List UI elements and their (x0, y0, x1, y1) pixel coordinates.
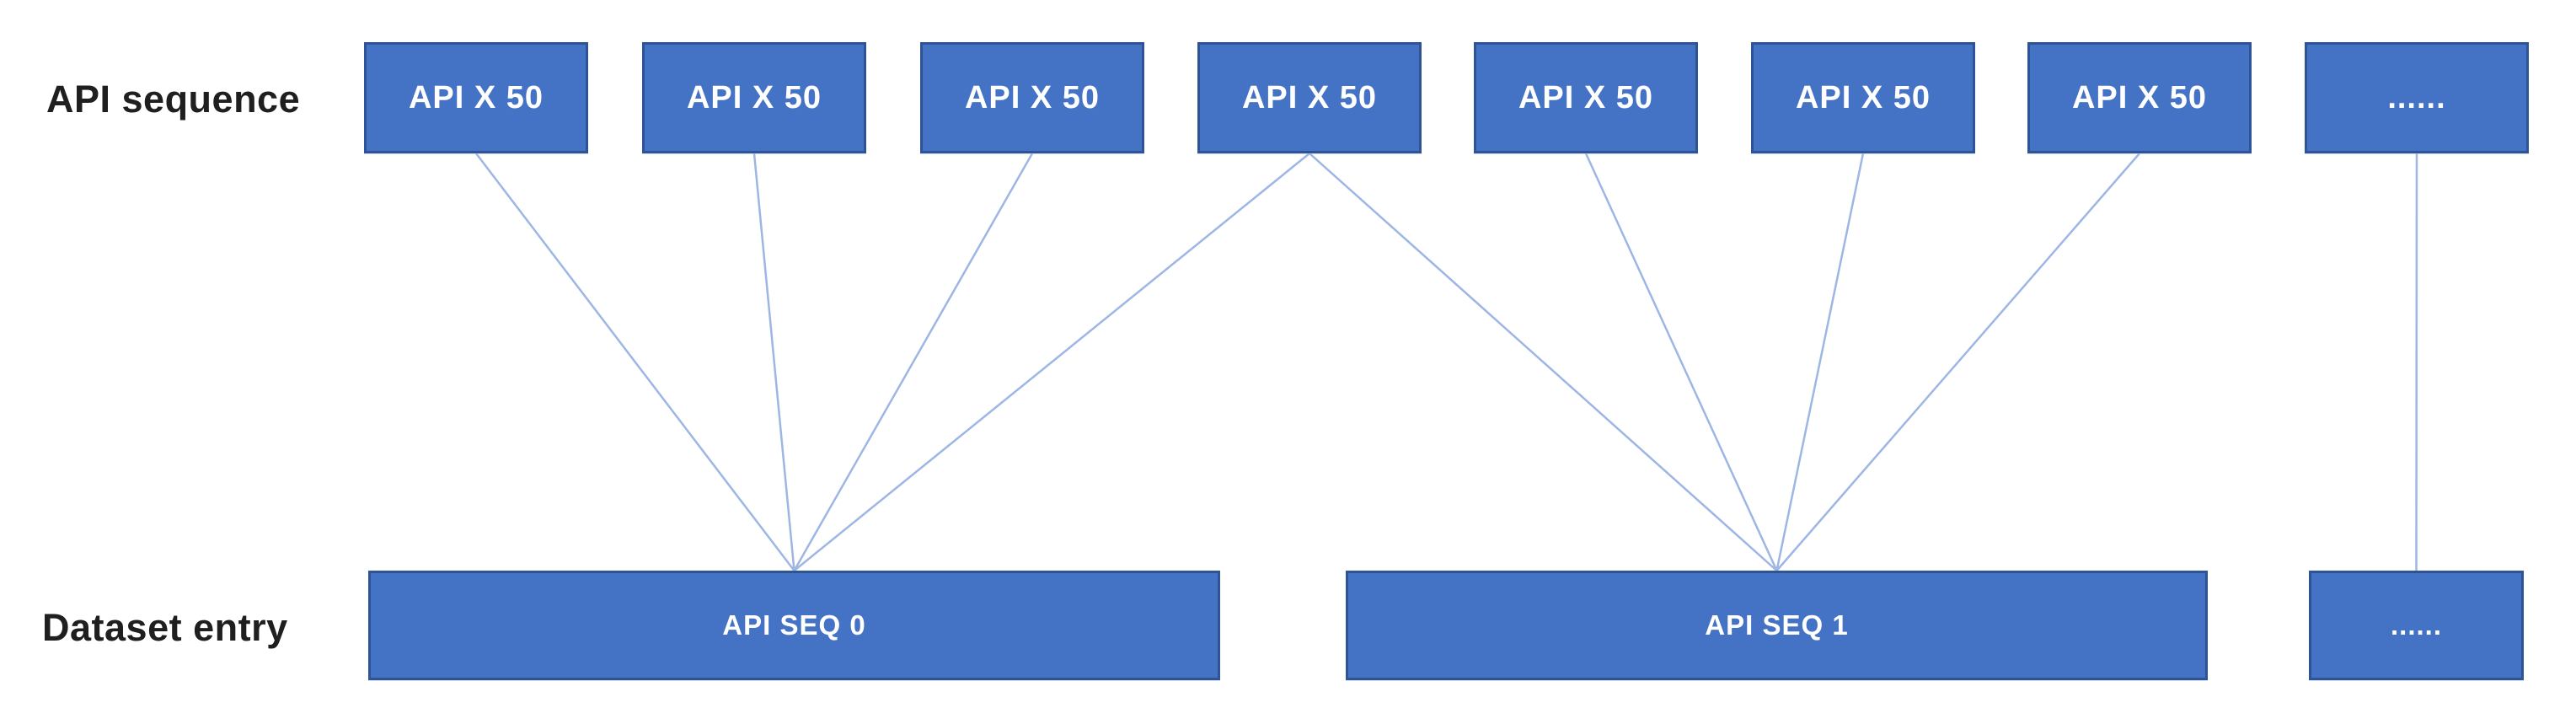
node-api-3: API X 50 (920, 42, 1144, 153)
connector-line-api-2-seq-0 (752, 153, 795, 571)
connector-line-api-1-seq-0 (475, 153, 795, 571)
node-seq-1: API SEQ 1 (1346, 571, 2208, 680)
node-api-6: API X 50 (1751, 42, 1975, 153)
api-sequence-row-label: API sequence (46, 78, 301, 121)
node-seq-1-label: API SEQ 1 (1705, 609, 1849, 641)
node-seq-0: API SEQ 0 (368, 571, 1220, 680)
node-api-1: API X 50 (364, 42, 588, 153)
node-api-5-label: API X 50 (1518, 79, 1654, 115)
node-api-1-label: API X 50 (408, 79, 544, 115)
node-api-5: API X 50 (1474, 42, 1698, 153)
node-api-6-label: API X 50 (1795, 79, 1931, 115)
node-api-more-label: ...... (2387, 79, 2446, 115)
node-api-7-label: API X 50 (2071, 79, 2208, 115)
connector-line-api-3-seq-0 (793, 153, 1034, 571)
connector-line-api-7-seq-1 (1775, 153, 2140, 571)
node-api-4-label: API X 50 (1241, 79, 1378, 115)
connector-line-api-4-seq-1 (1309, 153, 1778, 571)
node-seq-more-label: ...... (2390, 609, 2442, 641)
node-api-2: API X 50 (642, 42, 866, 153)
node-seq-0-label: API SEQ 0 (722, 609, 866, 641)
dataset-entry-row-label: Dataset entry (42, 606, 288, 649)
node-seq-more: ...... (2309, 571, 2524, 680)
connector-line-api-4-seq-0 (793, 153, 1310, 571)
node-api-more: ...... (2305, 42, 2529, 153)
connector-line-api-more-seq-more (2415, 153, 2418, 571)
node-api-2-label: API X 50 (686, 79, 822, 115)
node-api-4: API X 50 (1197, 42, 1422, 153)
node-api-3-label: API X 50 (964, 79, 1101, 115)
connector-line-api-5-seq-1 (1584, 153, 1778, 571)
node-api-7: API X 50 (2027, 42, 2252, 153)
connector-line-api-6-seq-1 (1775, 153, 1865, 571)
